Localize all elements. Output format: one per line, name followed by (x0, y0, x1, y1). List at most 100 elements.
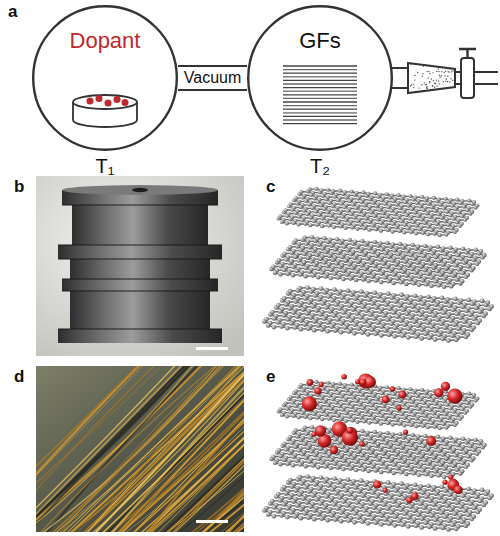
carbon-atom (304, 199, 308, 203)
carbon-atom (479, 439, 484, 444)
carbon-atom (378, 401, 382, 405)
carbon-atom (302, 426, 307, 431)
carbon-atom (410, 433, 415, 438)
carbon-atom (417, 440, 422, 445)
carbon-atom (331, 189, 335, 193)
carbon-atom (446, 446, 451, 451)
joint-stipple (452, 70, 453, 71)
carbon-atom (433, 337, 438, 342)
carbon-atom (325, 210, 329, 214)
carbon-atom (307, 202, 311, 206)
carbon-atom (298, 327, 303, 332)
carbon-atom (381, 404, 385, 408)
carbon-atom (459, 257, 464, 262)
carbon-atom (396, 252, 401, 257)
carbon-atom (466, 248, 471, 253)
carbon-atom (431, 411, 435, 415)
carbon-atom (297, 286, 302, 291)
carbon-atom (363, 251, 368, 256)
carbon-atom (338, 289, 343, 294)
carbon-atom (436, 245, 441, 250)
carbon-atom (308, 223, 312, 227)
carbon-atom (314, 209, 318, 213)
carbon-atom (396, 442, 401, 447)
carbon-atom (362, 226, 366, 230)
carbon-atom (280, 413, 284, 417)
joint-stipple (414, 75, 415, 76)
carbon-atom (340, 408, 344, 412)
carbon-atom (420, 278, 425, 283)
dopant-atom (302, 396, 317, 411)
carbon-atom (367, 228, 371, 232)
carbon-atom (389, 253, 394, 258)
carbon-atom (336, 198, 340, 202)
carbon-atom (329, 243, 334, 248)
carbon-atom (453, 271, 458, 276)
carbon-atom (272, 316, 277, 321)
carbon-atom (419, 454, 424, 459)
carbon-atom (380, 391, 384, 395)
carbon-atom (290, 208, 294, 212)
carbon-atom (426, 445, 431, 450)
carbon-atom (295, 434, 300, 439)
carbon-atom (308, 245, 313, 250)
carbon-atom (434, 415, 438, 419)
carbon-atom (454, 311, 459, 316)
carbon-atom (406, 263, 411, 268)
carbon-atom (379, 414, 383, 418)
carbon-atom (354, 245, 359, 250)
carbon-atom (438, 225, 442, 229)
carbon-atom (378, 448, 383, 453)
carbon-atom (437, 332, 442, 337)
graphite-film (283, 69, 357, 70)
carbon-atom (325, 403, 329, 407)
carbon-atom (393, 325, 398, 330)
carbon-atom (386, 421, 390, 425)
carbon-atom (401, 444, 406, 449)
carbon-atom (327, 201, 331, 205)
carbon-atom (288, 410, 292, 414)
carbon-atom (468, 444, 473, 449)
carbon-atom (371, 224, 375, 228)
carbon-atom (293, 445, 298, 450)
carbon-atom (291, 273, 296, 278)
joint-stipple (448, 71, 449, 72)
carbon-atom (419, 327, 424, 332)
golden-fiber (157, 366, 244, 532)
carbon-atom (472, 200, 476, 204)
carbon-atom (454, 247, 459, 252)
carbon-atom (455, 198, 459, 202)
carbon-atom (365, 265, 370, 270)
carbon-atom (302, 252, 307, 257)
carbon-atom (366, 279, 371, 284)
carbon-atom (381, 261, 386, 266)
carbon-atom (466, 272, 471, 277)
joint-stipple (410, 64, 411, 65)
carbon-atom (355, 384, 359, 388)
carbon-atom (346, 329, 351, 334)
carbon-atom (333, 247, 338, 252)
carbon-atom (355, 227, 359, 231)
golden-fiber (36, 366, 244, 532)
joint-stipple (432, 85, 433, 86)
carbon-atom (276, 303, 281, 308)
carbon-atom (312, 328, 317, 333)
carbon-atom (264, 317, 269, 322)
carbon-atom (427, 395, 431, 399)
carbon-atom (293, 445, 298, 450)
carbon-atom (333, 195, 337, 199)
carbon-atom (406, 326, 411, 331)
carbon-atom (289, 441, 294, 446)
carbon-atom (440, 216, 444, 220)
carbon-atom (402, 230, 406, 234)
carbon-atom (312, 219, 316, 223)
carbon-atom (473, 247, 478, 252)
carbon-atom (301, 388, 305, 392)
carbon-atom (314, 308, 319, 313)
carbon-atom (326, 248, 331, 253)
carbon-atom (393, 299, 398, 304)
carbon-atom (426, 445, 431, 450)
carbon-atom (464, 448, 469, 453)
carbon-atom (363, 251, 368, 256)
carbon-atom (322, 400, 326, 404)
